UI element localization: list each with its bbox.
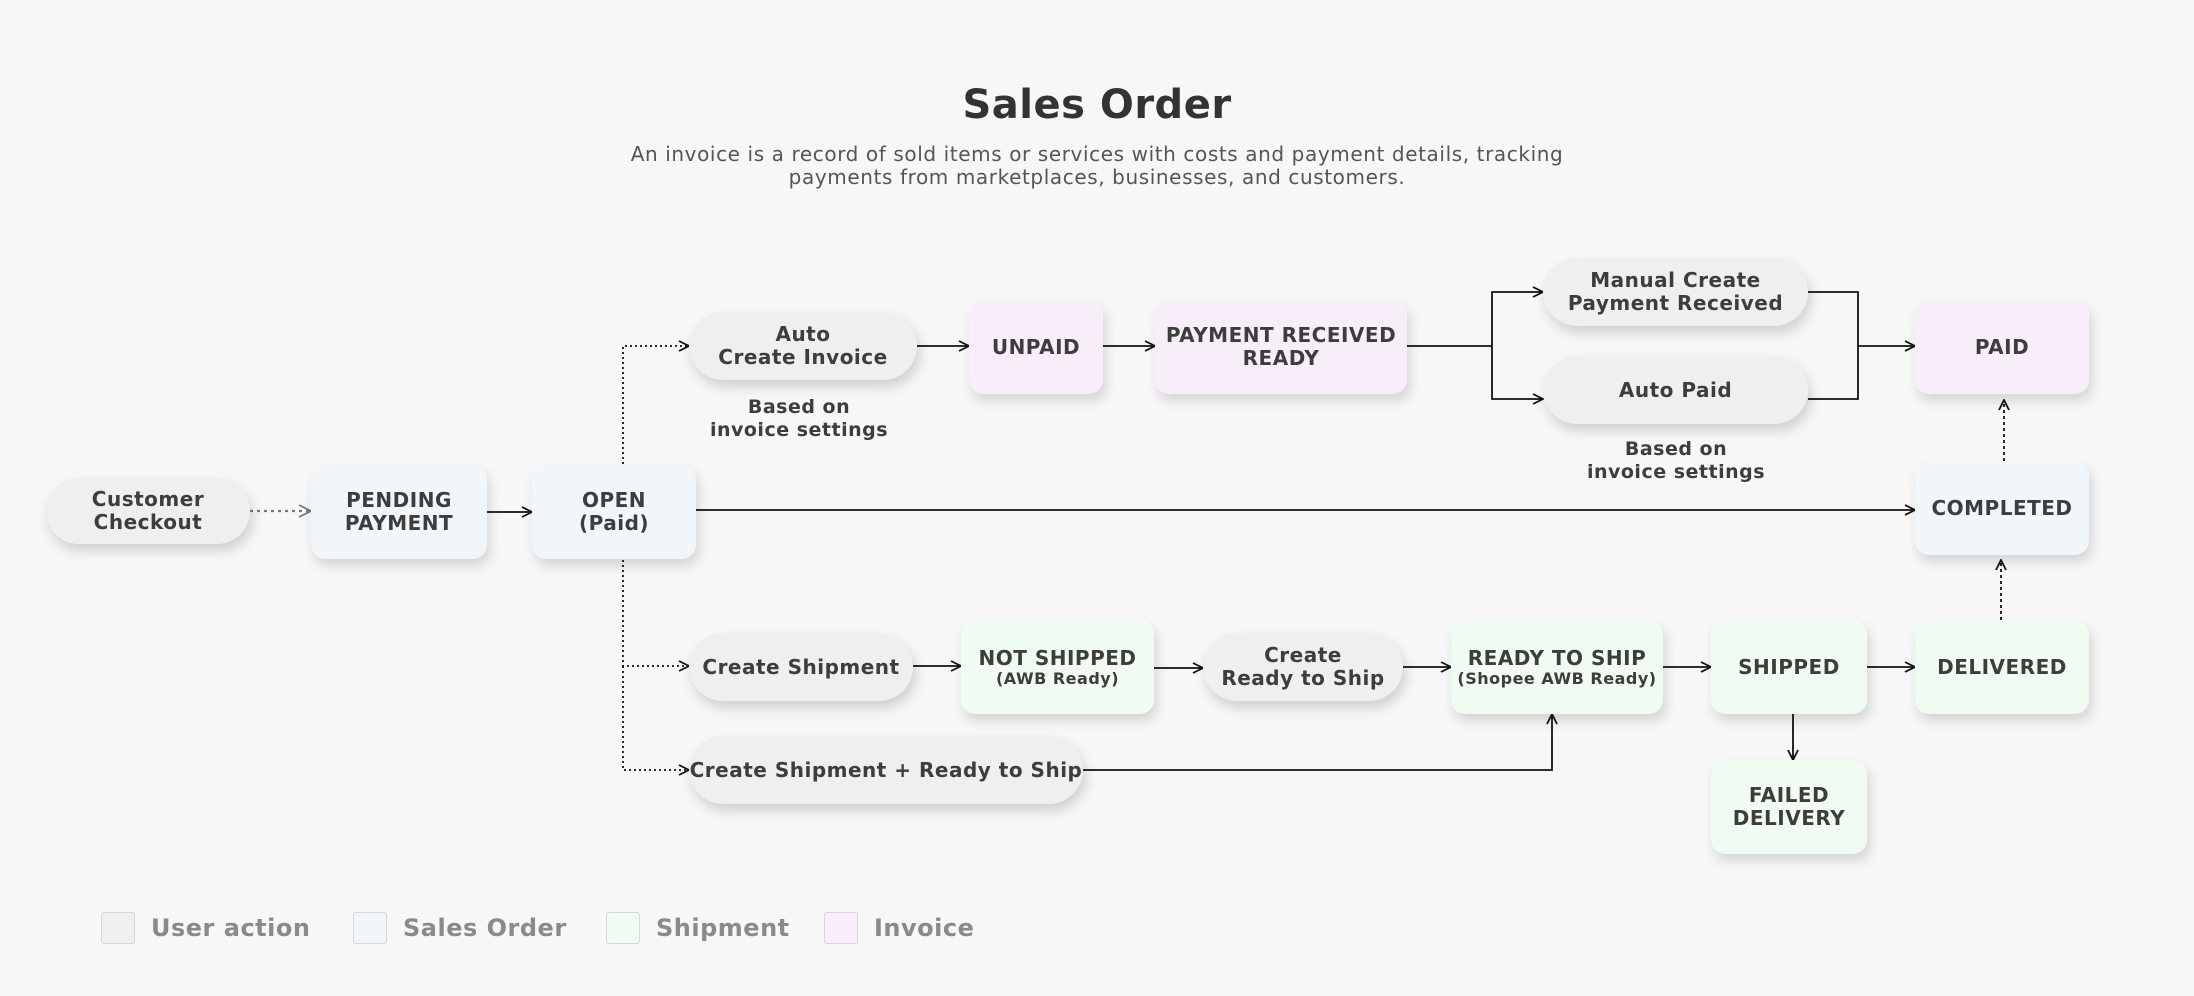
create-ready-to-ship-node: Create Ready to Ship <box>1203 633 1403 701</box>
diagram-subtitle: An invoice is a record of sold items or … <box>630 142 1564 189</box>
pending-payment-node: PENDING PAYMENT <box>311 465 487 559</box>
legend-item-shipment: Shipment <box>606 911 790 945</box>
legend-label: Sales Order <box>403 914 567 942</box>
edge-open-create-shipment <box>622 560 689 666</box>
legend-label: Shipment <box>656 914 790 942</box>
edge-open-auto-invoice <box>622 346 689 464</box>
not-shipped-sublabel: (AWB Ready) <box>995 668 1120 688</box>
legend-swatch <box>606 912 640 944</box>
edge-autopaid-join <box>1808 346 1859 400</box>
unpaid-node: UNPAID <box>969 300 1103 394</box>
legend-label: Invoice <box>874 914 975 942</box>
not-shipped-label: NOT SHIPPED <box>978 645 1137 670</box>
edge-fork-manual <box>1491 292 1543 346</box>
invoice-settings-note-2: Based on invoice settings <box>1586 438 1766 483</box>
not-shipped-node: NOT SHIPPED (AWB Ready) <box>961 620 1154 714</box>
legend-item-invoice: Invoice <box>824 911 974 945</box>
legend-swatch <box>824 912 858 944</box>
paid-node: PAID <box>1915 300 2089 394</box>
create-shipment-ready-to-ship-node: Create Shipment + Ready to Ship <box>689 736 1083 804</box>
create-shipment-node: Create Shipment <box>689 633 913 701</box>
customer-checkout-node: Customer Checkout <box>46 478 250 544</box>
diagram-title: Sales Order <box>962 82 1232 128</box>
invoice-settings-note-1: Based on invoice settings <box>709 396 889 441</box>
legend-item-user-action: User action <box>101 911 310 945</box>
legend-swatch <box>353 912 387 944</box>
ready-to-ship-sublabel: (Shopee AWB Ready) <box>1457 668 1657 688</box>
shipped-node: SHIPPED <box>1711 620 1867 714</box>
ready-to-ship-label: READY TO SHIP <box>1467 645 1647 670</box>
completed-node: COMPLETED <box>1915 461 2089 555</box>
failed-delivery-node: FAILED DELIVERY <box>1711 760 1867 854</box>
legend-swatch <box>101 912 135 944</box>
edge-manual-join <box>1808 291 1859 346</box>
manual-create-payment-received-node: Manual Create Payment Received <box>1543 258 1808 326</box>
ready-to-ship-node: READY TO SHIP (Shopee AWB Ready) <box>1451 620 1663 714</box>
open-paid-node: OPEN (Paid) <box>532 465 696 559</box>
payment-received-ready-node: PAYMENT RECEIVED READY <box>1155 300 1407 394</box>
edge-open-create-shipment-rts <box>622 666 689 770</box>
edge-fork-autopaid <box>1491 346 1543 399</box>
legend-label: User action <box>151 914 311 942</box>
auto-create-invoice-node: Auto Create Invoice <box>689 312 917 380</box>
delivered-node: DELIVERED <box>1915 620 2089 714</box>
edge-shipment-rts-ready <box>1083 714 1552 771</box>
auto-paid-node: Auto Paid <box>1543 356 1808 424</box>
legend-item-sales-order: Sales Order <box>353 911 567 945</box>
